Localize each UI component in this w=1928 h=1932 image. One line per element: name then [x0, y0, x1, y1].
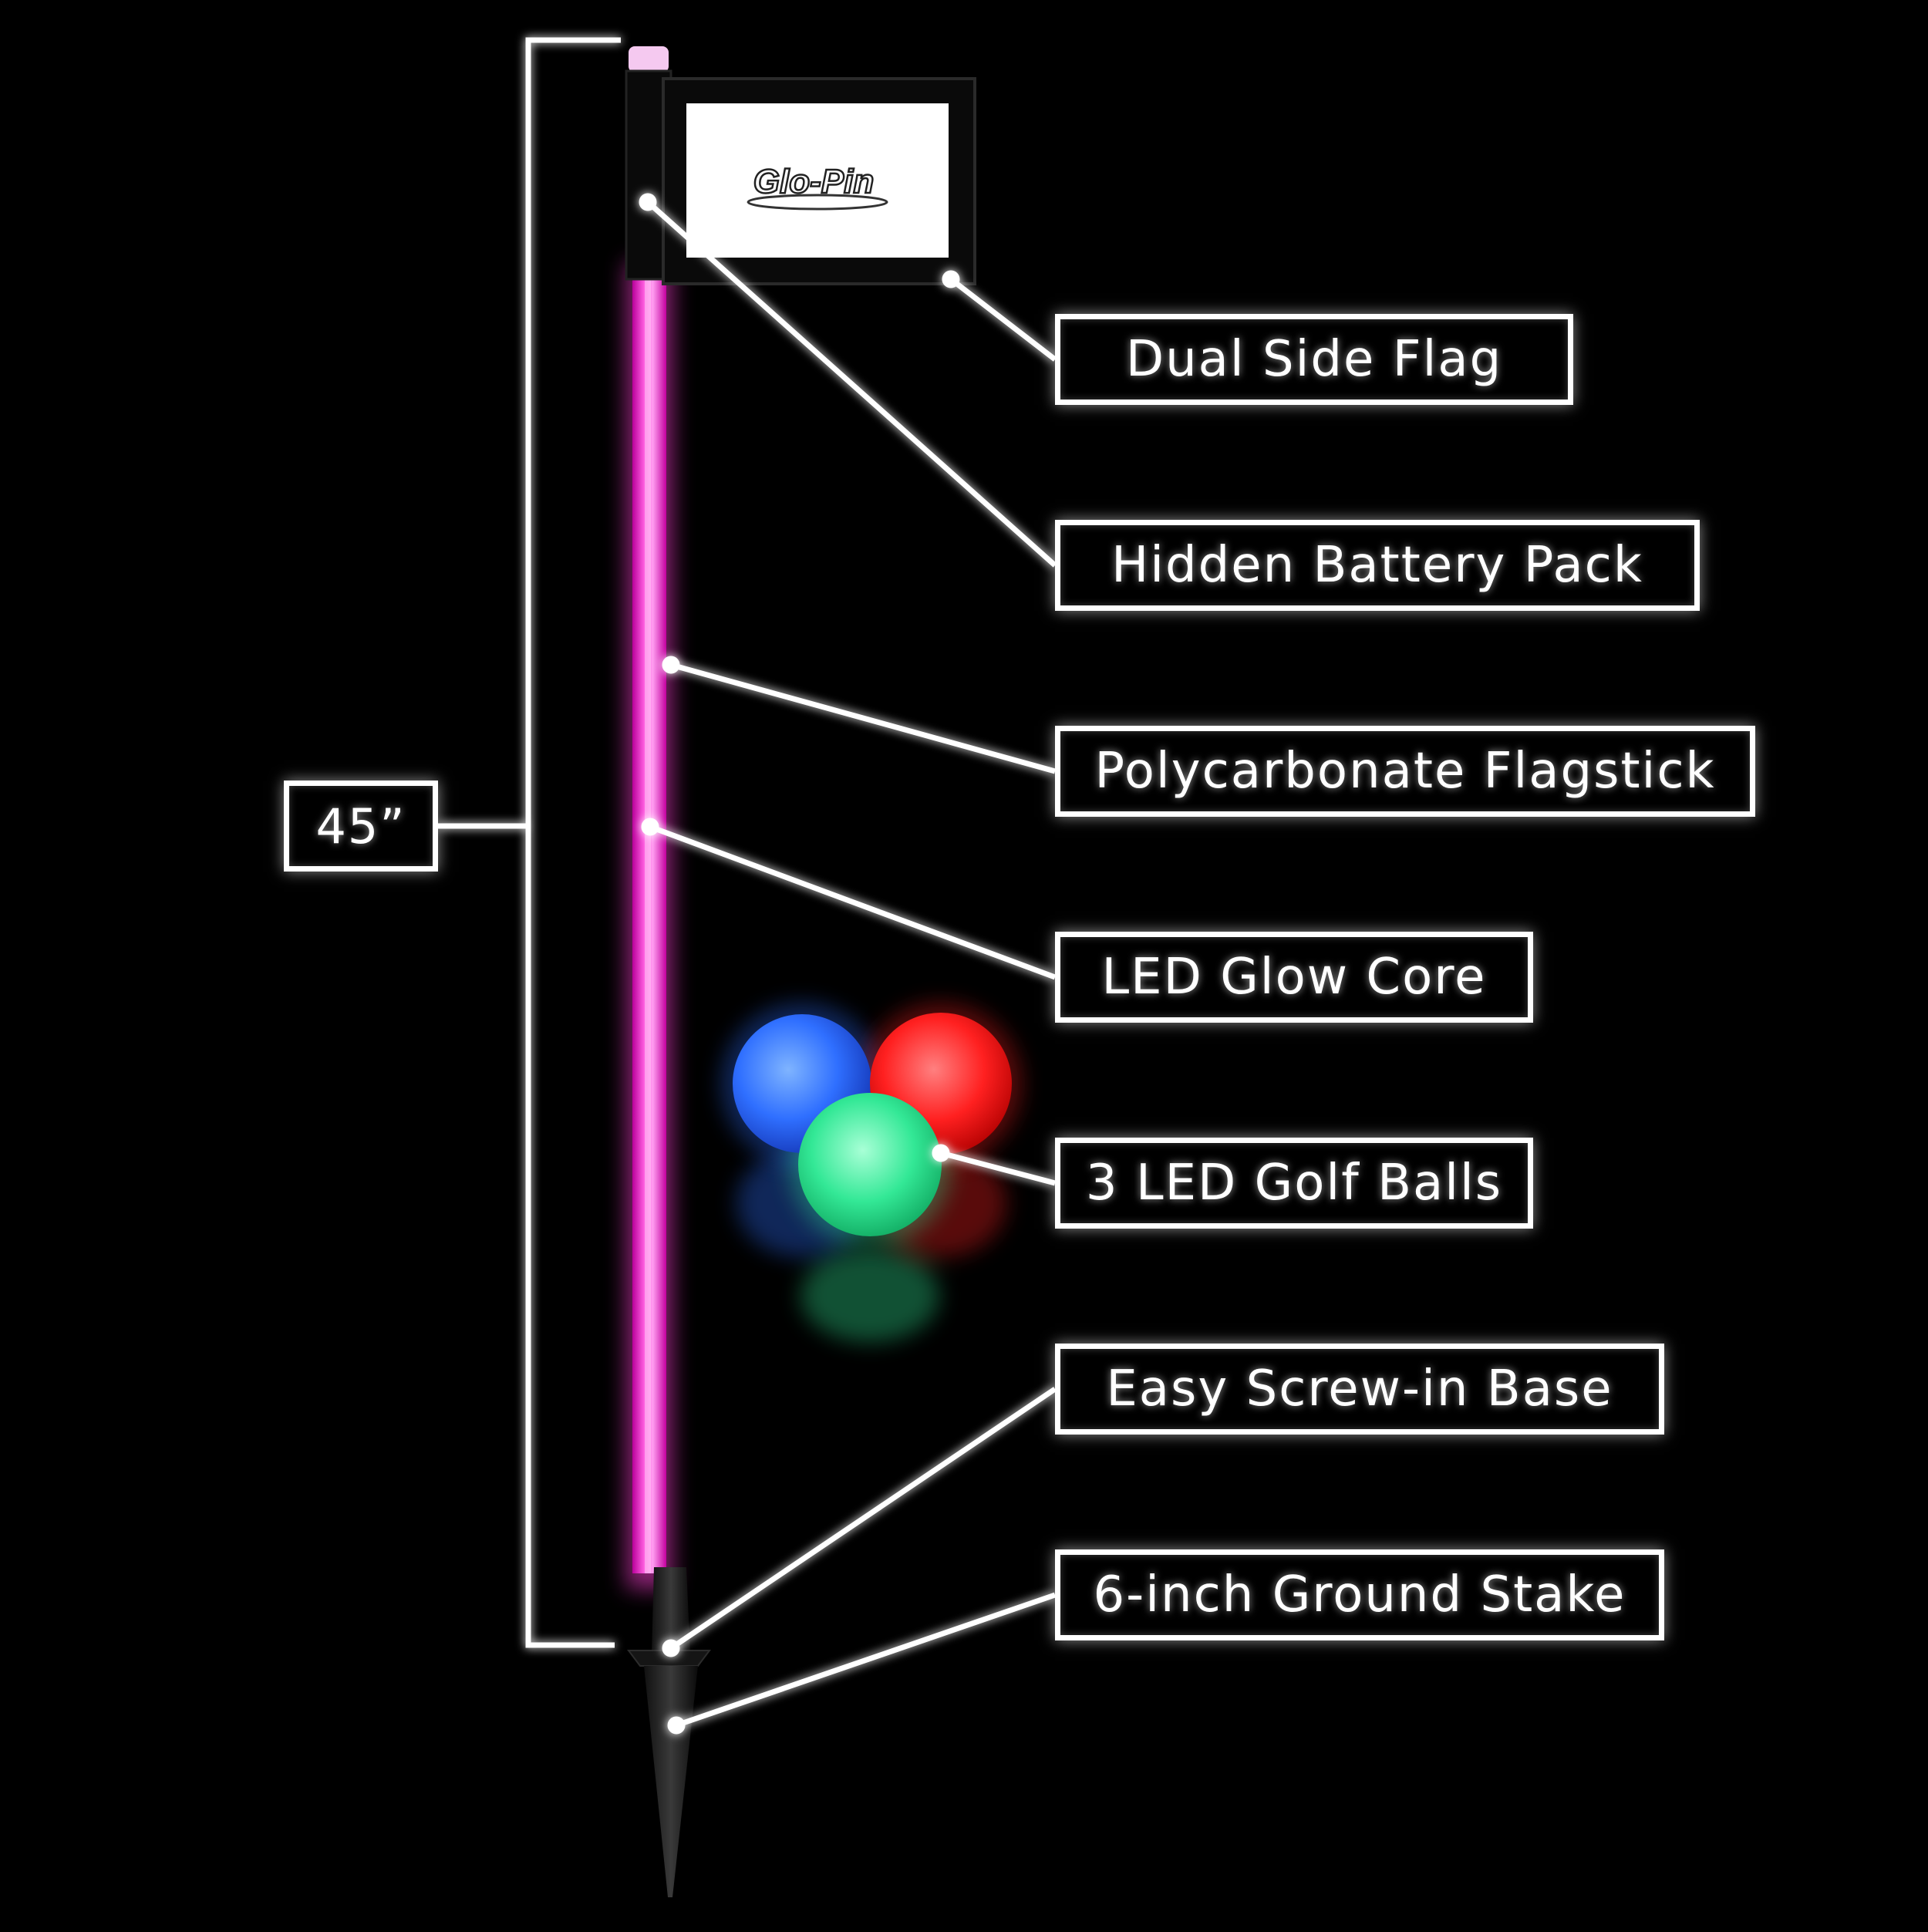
callout-polycarbonate-flagstick: Polycarbonate Flagstick: [1055, 726, 1755, 817]
callout-led-glow-core: LED Glow Core: [1055, 932, 1533, 1023]
callout-led-golf-balls: 3 LED Golf Balls: [1055, 1138, 1533, 1229]
leader-flagstick: [670, 662, 1056, 774]
height-bracket: [438, 37, 621, 1648]
callout-dual-side-flag: Dual Side Flag: [1055, 314, 1573, 405]
callout-label: Hidden Battery Pack: [1111, 537, 1643, 594]
leader-golf-balls: [940, 1150, 1056, 1186]
callout-label: Dual Side Flag: [1125, 331, 1503, 388]
ground-stake: [644, 1666, 698, 1897]
callout-ground-stake: 6-inch Ground Stake: [1055, 1549, 1664, 1640]
callout-hidden-battery-pack: Hidden Battery Pack: [1055, 520, 1700, 611]
flag-logo-text: Glo-Pin: [753, 163, 874, 201]
golf-balls: [721, 1003, 1022, 1342]
callout-screw-in-base: Easy Screw-in Base: [1055, 1344, 1664, 1435]
green-golf-ball: [798, 1093, 942, 1236]
callout-label: Polycarbonate Flagstick: [1094, 743, 1716, 800]
leader-screw-base: [669, 1387, 1057, 1650]
height-label-box: 45”: [284, 781, 438, 872]
leader-stake: [675, 1592, 1057, 1728]
leader-lines: [639, 193, 1057, 1735]
leader-led-core: [649, 824, 1057, 980]
height-label: 45”: [315, 797, 406, 855]
callout-label: 6-inch Ground Stake: [1093, 1566, 1626, 1623]
dual-side-flag: Glo-Pin: [662, 77, 976, 285]
leader-battery: [645, 200, 1057, 568]
callout-label: LED Glow Core: [1101, 949, 1487, 1006]
callout-label: Easy Screw-in Base: [1106, 1360, 1613, 1418]
leader-dual-flag: [949, 277, 1057, 362]
screw-in-base: [627, 1567, 711, 1667]
flagstick: [626, 262, 672, 1589]
callout-label: 3 LED Golf Balls: [1085, 1155, 1503, 1212]
